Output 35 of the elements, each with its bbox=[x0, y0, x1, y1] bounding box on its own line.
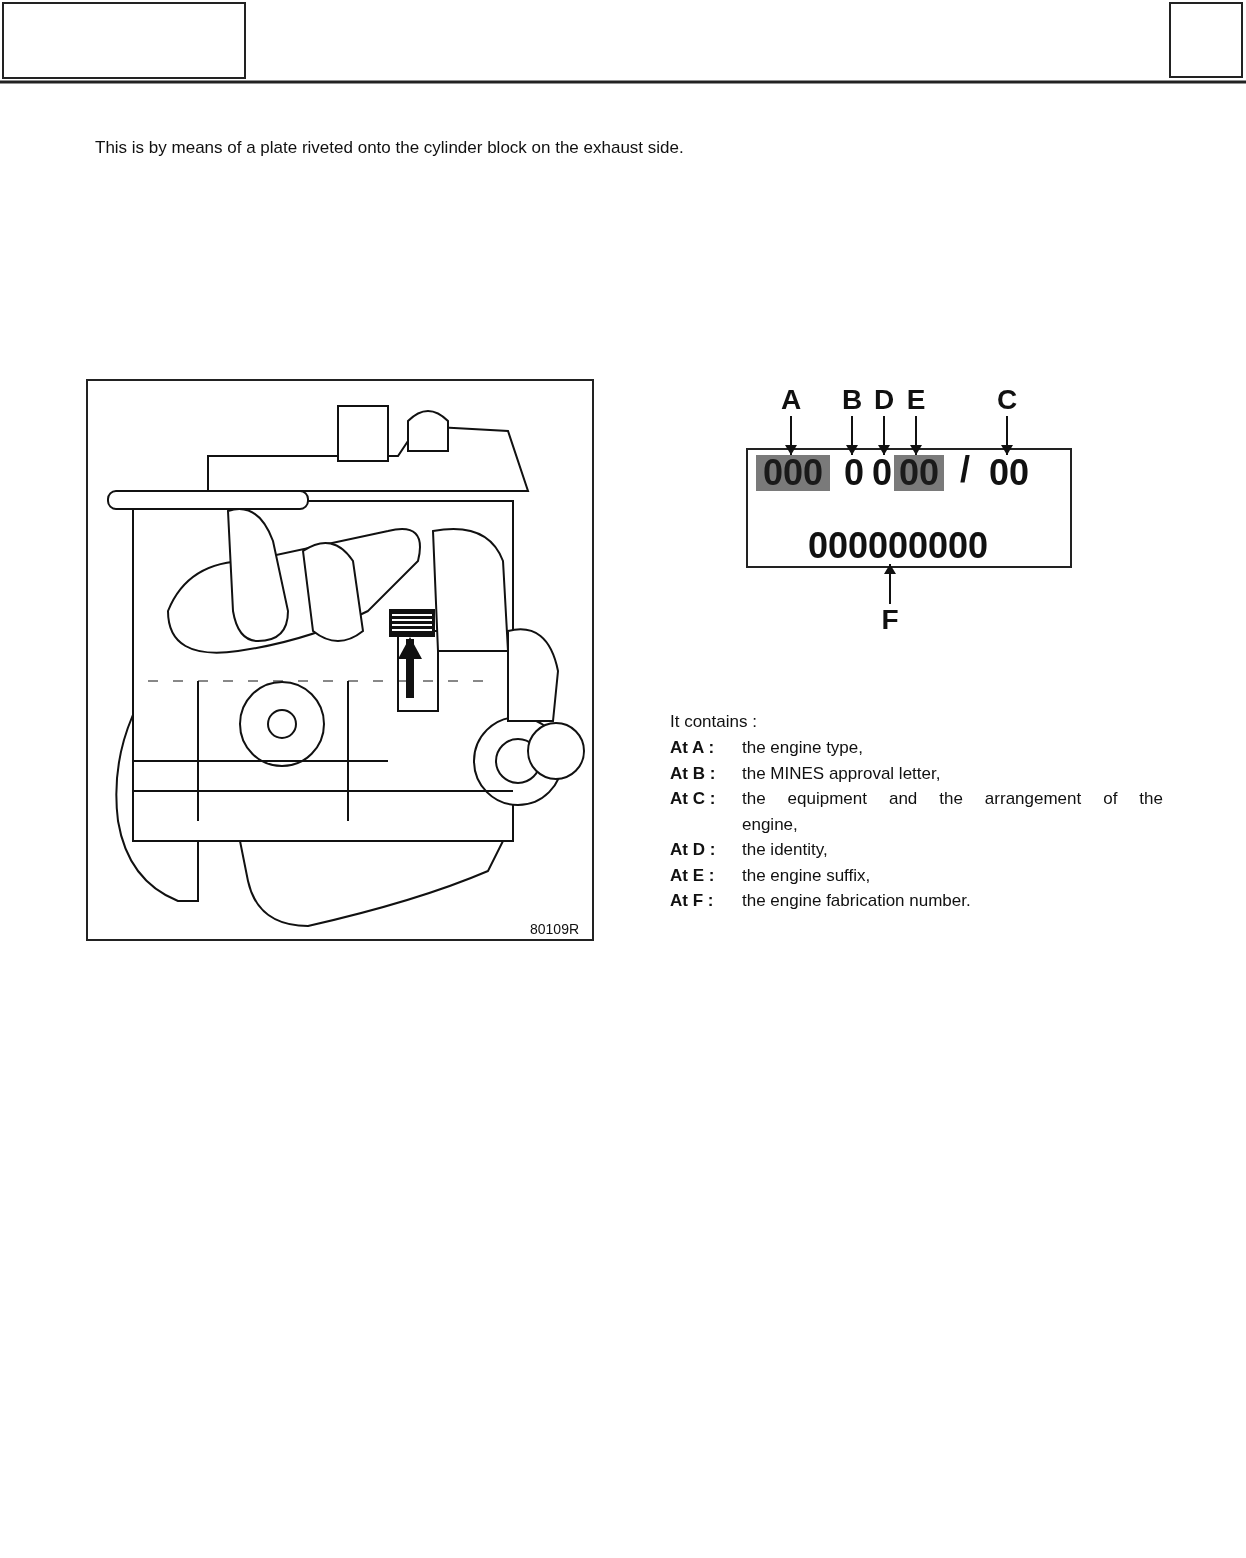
list-key: At F : bbox=[670, 890, 714, 912]
list-key: At D : bbox=[670, 839, 716, 861]
list-description: the engine fabrication number. bbox=[742, 890, 971, 912]
leader-arrow bbox=[846, 415, 858, 456]
approval-letter-digit: 0 bbox=[842, 455, 866, 491]
list-description: the identity, bbox=[742, 839, 828, 861]
leader-arrow bbox=[1001, 415, 1013, 456]
leader-arrow bbox=[910, 415, 922, 456]
leader-arrow bbox=[878, 415, 890, 456]
list-description: the MINES approval letter, bbox=[742, 762, 941, 785]
list-description: the engine type, bbox=[742, 737, 863, 759]
callout-letter: E bbox=[903, 386, 929, 414]
engine-type-digits: 000 bbox=[756, 455, 830, 491]
suffix-digits: 00 bbox=[894, 455, 944, 491]
slash-separator: / bbox=[960, 452, 970, 488]
list-key: At E : bbox=[670, 864, 715, 887]
callout-letter: F bbox=[877, 606, 903, 634]
figure-reference: 80109R bbox=[530, 920, 580, 939]
callout-letter: D bbox=[871, 386, 897, 414]
list-key: At A : bbox=[670, 737, 715, 759]
identity-digit: 0 bbox=[870, 455, 894, 491]
list-description: the engine suffix, bbox=[742, 864, 871, 887]
equipment-digits: 00 bbox=[985, 455, 1033, 491]
leader-arrow bbox=[785, 415, 797, 456]
intro-sentence: This is by means of a plate riveted onto the cylinder block on the exhaust side. bbox=[95, 137, 684, 159]
callout-letter: B bbox=[839, 386, 865, 414]
list-heading: It contains : bbox=[670, 711, 757, 733]
engine-plate bbox=[389, 609, 435, 637]
list-key: At B : bbox=[670, 762, 716, 785]
fabrication-number: 000000000 bbox=[798, 528, 998, 564]
callout-letter: A bbox=[778, 386, 804, 414]
identification-plate bbox=[746, 448, 1072, 568]
list-key: At C : bbox=[670, 788, 716, 810]
callout-letter: C bbox=[994, 386, 1020, 414]
leader-arrow bbox=[884, 563, 896, 605]
